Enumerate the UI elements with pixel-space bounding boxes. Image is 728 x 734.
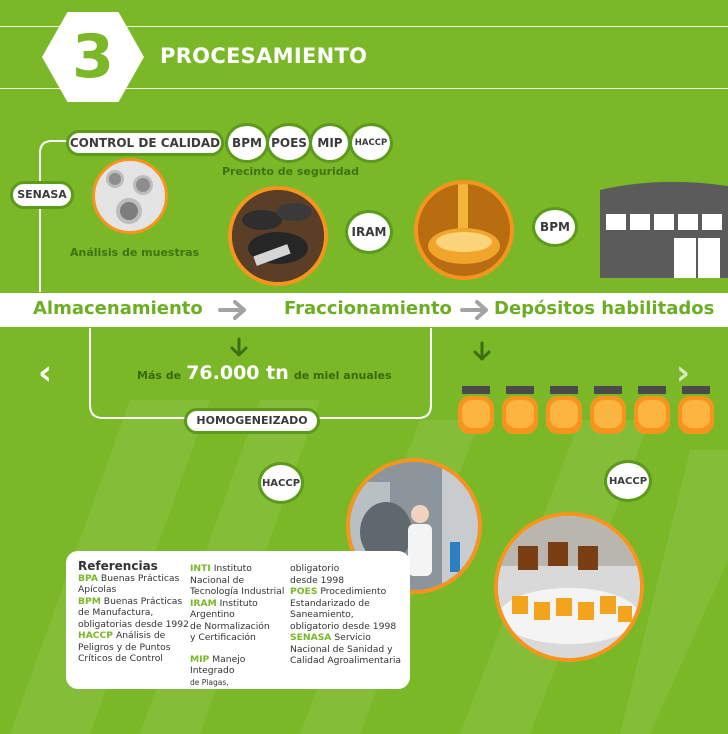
honey-jars-row <box>458 386 714 434</box>
quantity-text: Más de 76.000 tn de miel anuales <box>137 362 392 384</box>
ref-poes-text: Procedimiento <box>317 586 387 597</box>
sealed-jars-image <box>232 190 324 282</box>
ref-haccp-key: HACCP <box>78 630 114 641</box>
ref-bpa-text: Apícolas <box>78 584 117 595</box>
references-col-2: INTI Instituto Nacional de Tecnología In… <box>190 563 290 688</box>
ref-mip-key: MIP <box>190 653 210 665</box>
ref-mip-text: obligatorio <box>290 563 340 574</box>
ref-poes-text: Estandarizado de <box>290 597 370 609</box>
step-almacenamiento: Almacenamiento <box>33 298 203 319</box>
step-fraccionamiento: Fraccionamiento <box>284 298 452 319</box>
ref-senasa-text: Servicio <box>331 632 371 643</box>
haccp-badge: HACCP <box>349 123 393 163</box>
ref-mip-text: Manejo Integrado <box>190 653 246 677</box>
ref-senasa: SENASA Servicio <box>290 632 408 644</box>
arrow-down-icon <box>473 341 491 361</box>
top-divider-line <box>0 26 728 27</box>
honey-pour-image <box>418 184 510 276</box>
ref-inti-key: INTI <box>190 563 211 574</box>
cantidad-value: 76.000 tn <box>186 362 289 384</box>
ref-iram: IRAM Instituto <box>190 598 290 610</box>
haccp-badge-left: HACCP <box>258 462 304 504</box>
references-col-3: obligatorio desde 1998 POES Procedimient… <box>290 563 408 667</box>
page-title: PROCESAMIENTO <box>160 44 368 68</box>
iram-badge: IRAM <box>345 210 393 254</box>
arrow-right-icon <box>460 300 488 320</box>
mas-de-label: Más de <box>137 369 182 382</box>
honey-jar-icon <box>502 386 538 434</box>
ref-bpm-key: BPM <box>78 595 101 607</box>
ref-poes: POES Procedimiento <box>290 586 408 598</box>
ref-haccp-text: Análisis de <box>113 630 166 641</box>
ref-haccp: HACCP Análisis de <box>78 630 190 642</box>
ref-senasa-text: Nacional de Sanidad y <box>290 643 393 655</box>
fraccionamiento-jars-photo <box>494 512 644 662</box>
arrow-right-icon <box>218 300 246 320</box>
header-divider-line <box>0 88 728 89</box>
ref-inti-text: Tecnología Industrial <box>190 586 285 597</box>
analisis-label: Análisis de muestras <box>70 246 200 259</box>
bpm-badge: BPM <box>225 123 269 163</box>
ref-iram-text: y Certificación <box>190 632 256 643</box>
ref-poes-text: Saneamiento, <box>290 609 354 620</box>
ref-mip-text: desde 1998 <box>290 574 345 586</box>
ref-senasa-text: Calidad Agroalimentaria <box>290 655 402 666</box>
precinto-label: Precinto de seguridad <box>222 165 359 178</box>
ref-mip: MIP Manejo Integrado <box>190 654 290 677</box>
ref-mip-text: de Plagas, <box>190 677 229 687</box>
warehouse-icon <box>600 181 728 278</box>
honey-jar-icon <box>546 386 582 434</box>
ref-iram-key: IRAM <box>190 597 217 609</box>
homogeneizado-badge: HOMOGENEIZADO <box>184 408 320 434</box>
honey-jar-icon <box>678 386 714 434</box>
step-number-hexagon: 3 <box>42 12 144 102</box>
honey-pouring-photo <box>414 180 514 280</box>
poes-badge: POES <box>266 123 312 163</box>
ref-haccp-text: Peligros y de Puntos <box>78 641 171 653</box>
ref-bpm-text: obligatorias desde 1992 <box>78 618 189 630</box>
step-number: 3 <box>72 22 114 92</box>
ref-iram-text: Argentino <box>190 609 235 620</box>
bpm-badge-2: BPM <box>532 207 578 247</box>
ref-inti: INTI Instituto <box>190 563 290 575</box>
next-arrow-button[interactable]: › <box>676 353 691 393</box>
ref-senasa-key: SENASA <box>290 632 332 643</box>
references-box: Referencias BPA Buenas Prácticas Apícola… <box>66 551 410 689</box>
ref-bpm-text: Buenas Prácticas <box>100 595 183 607</box>
control-calidad-badge: CONTROL DE CALIDAD <box>66 130 224 156</box>
haccp-badge-right: HACCP <box>604 460 652 502</box>
honey-jar-icon <box>458 386 494 434</box>
ref-bpm-text: de Manufactura, <box>78 607 154 618</box>
arrow-down-icon <box>230 337 248 357</box>
ref-bpa: BPA Buenas Prácticas <box>78 573 190 585</box>
ref-iram-text: Instituto <box>216 597 258 609</box>
ref-haccp-text: Críticos de Control <box>78 653 163 664</box>
references-title: Referencias <box>78 559 158 573</box>
ref-bpm: BPM Buenas Prácticas <box>78 596 190 608</box>
honey-jar-icon <box>590 386 626 434</box>
precinto-jars-photo <box>228 186 328 286</box>
step-depositos: Depósitos habilitados <box>494 298 715 319</box>
ref-inti-text: Nacional de <box>190 574 245 586</box>
ref-poes-text: obligatorio desde 1998 <box>290 620 397 632</box>
analisis-muestras-photo <box>92 158 168 234</box>
prev-arrow-button[interactable]: ‹ <box>38 353 53 393</box>
ref-bpa-key: BPA <box>78 572 99 584</box>
ref-inti-text: Instituto <box>210 563 252 574</box>
honey-jar-icon <box>634 386 670 434</box>
ref-iram-text: de Normalización <box>190 620 270 632</box>
sample-dishes-icon <box>106 170 153 224</box>
mip-badge: MIP <box>309 123 351 163</box>
references-col-1: Referencias BPA Buenas Prácticas Apícola… <box>78 559 190 665</box>
jar-production-line-image <box>498 516 640 658</box>
ref-poes-key: POES <box>290 586 318 597</box>
ref-bpa-text: Buenas Prácticas <box>98 572 180 584</box>
senasa-badge: SENASA <box>10 181 74 209</box>
de-miel-label: de miel anuales <box>293 369 392 382</box>
process-steps-band <box>0 293 728 327</box>
